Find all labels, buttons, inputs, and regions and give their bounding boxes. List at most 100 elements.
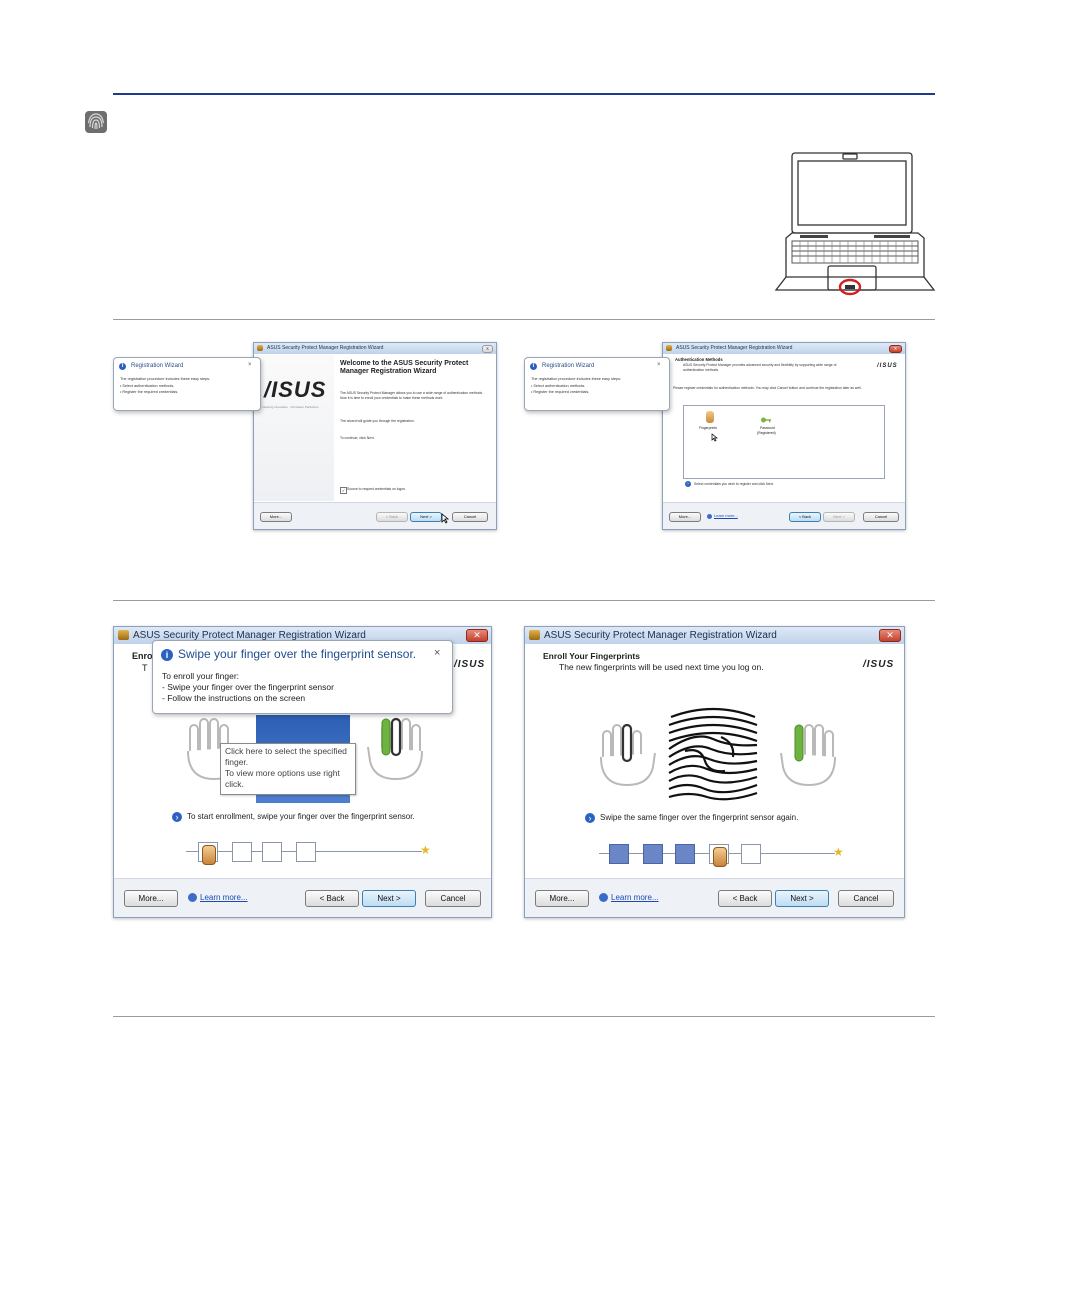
callout-step-2: • Register the required credentials. (531, 390, 590, 394)
app-icon (666, 344, 672, 351)
mouse-cursor-icon (441, 513, 450, 524)
next-button[interactable]: Next > (410, 512, 442, 522)
close-button[interactable]: x (889, 345, 902, 353)
enroll-header: Enroll Your Fingerprints (543, 651, 640, 661)
right-hand-icon[interactable] (366, 717, 426, 783)
auth-methods-window: ASUS Security Protect Manager Registrati… (662, 342, 906, 530)
request-credentials-checkbox[interactable]: ✓ (340, 487, 347, 494)
left-hand-icon[interactable] (597, 723, 657, 789)
cancel-button[interactable]: Cancel (452, 512, 488, 522)
fingerprint-icon (85, 111, 107, 133)
auth-description: ASUS Security Protect Manager provides a… (683, 363, 837, 372)
title-bar: ASUS Security Protect Manager Registrati… (254, 343, 496, 354)
callout-intro: The registration procedure includes thes… (531, 377, 622, 381)
enroll-header: Enrol (132, 651, 156, 661)
asus-logo: /ISUS (877, 363, 898, 369)
title-bar: ASUS Security Protect Manager Registrati… (525, 627, 904, 644)
cancel-button[interactable]: Cancel (838, 890, 894, 907)
enroll-hint: Swipe the same finger over the fingerpri… (600, 813, 799, 822)
window-title: ASUS Security Protect Manager Registrati… (267, 345, 384, 351)
callout-step-2-text: Register the required credentials. (533, 390, 590, 394)
tooltip-line-1: Click here to select the specified (225, 746, 347, 756)
right-hand-icon[interactable] (779, 723, 839, 789)
learn-more-link[interactable]: Learn more... (611, 893, 659, 902)
logo-panel: /ISUS Inspiring Innovation · Persistent … (254, 355, 334, 501)
back-button[interactable]: < Back (376, 512, 408, 522)
callout-step-2-text: Register the required credentials. (122, 390, 179, 394)
password-method-label[interactable]: Password (760, 426, 775, 430)
more-button[interactable]: More... (535, 890, 589, 907)
progress-step-1 (609, 844, 629, 864)
finger-select-tooltip: Click here to select the specified finge… (220, 743, 356, 795)
progress-step-5 (741, 844, 761, 864)
next-button[interactable]: Next > (775, 890, 829, 907)
info-icon: i (119, 363, 126, 370)
pointer-hand-icon (713, 847, 727, 867)
arrow-right-icon: › (172, 812, 182, 822)
pointer-hand-icon (202, 845, 216, 865)
callout-step-1: • Select authentication methods. (120, 384, 175, 388)
callout-close-button[interactable]: × (657, 362, 661, 368)
back-button[interactable]: < Back (305, 890, 359, 907)
balloon-title: Swipe your finger over the fingerprint s… (178, 647, 417, 661)
welcome-guide-text: The wizard will guide you through the re… (340, 419, 415, 423)
registration-wizard-callout: i Registration Wizard × The registration… (113, 357, 261, 411)
fingerprint-scan-image (665, 707, 761, 805)
back-button[interactable]: < Back (718, 890, 772, 907)
mouse-cursor-icon (711, 433, 718, 442)
enroll-subtitle: The new fingerprints will be used next t… (559, 662, 764, 672)
callout-title: Registration Wizard (131, 363, 184, 369)
next-button[interactable]: Next > (362, 890, 416, 907)
more-button[interactable]: More... (669, 512, 701, 522)
info-icon: i (530, 363, 537, 370)
learn-more-link[interactable]: Learn more... (714, 513, 738, 518)
more-button[interactable]: More... (260, 512, 292, 522)
progress-step-3 (675, 844, 695, 864)
back-button[interactable]: < Back (789, 512, 821, 522)
window-title: ASUS Security Protect Manager Registrati… (544, 630, 777, 641)
auth-header: Authentication Methods (675, 357, 723, 362)
callout-step-2: • Register the required credentials. (120, 390, 179, 394)
balloon-line-2: - Swipe your finger over the fingerprint… (162, 682, 334, 692)
star-icon: ★ (420, 843, 431, 857)
fingerprint-method-icon[interactable] (706, 411, 714, 423)
cancel-button[interactable]: Cancel (863, 512, 899, 522)
arrow-right-icon: › (685, 481, 691, 487)
tooltip-line-3: To view more options use right (225, 768, 340, 778)
asus-logo: /ISUS (264, 377, 327, 402)
section-divider (113, 319, 935, 320)
close-button[interactable]: ✕ (466, 629, 488, 642)
close-button[interactable]: x (482, 345, 493, 353)
balloon-line-1: To enroll your finger: (162, 671, 240, 681)
more-button[interactable]: More... (124, 890, 178, 907)
spacer (172, 803, 173, 804)
wizard-footer: More... < Back Next > Cancel (254, 502, 496, 529)
wizard-footer: More... Learn more... < Back Next > Canc… (114, 878, 491, 917)
section-divider (113, 1016, 935, 1017)
app-icon (529, 630, 540, 641)
callout-intro: The registration procedure includes thes… (120, 377, 211, 381)
star-icon: ★ (833, 845, 844, 859)
help-icon (707, 514, 712, 519)
logo-tagline: Inspiring Innovation · Persistent Perfec… (262, 405, 319, 409)
next-button[interactable]: Next > (823, 512, 855, 522)
cancel-button[interactable]: Cancel (425, 890, 481, 907)
tooltip-line-4: click. (225, 779, 244, 789)
close-button[interactable]: ✕ (879, 629, 901, 642)
callout-step-1-text: Select authentication methods. (122, 384, 175, 388)
auth-hint: Select credentials you wish to register … (694, 482, 774, 486)
fingerprints-method-label[interactable]: Fingerprints (699, 426, 717, 430)
callout-title: Registration Wizard (542, 363, 595, 369)
balloon-close-button[interactable]: × (434, 647, 441, 659)
help-icon (599, 893, 608, 902)
asus-logo: /ISUS (863, 659, 895, 670)
callout-close-button[interactable]: × (248, 362, 252, 368)
asus-logo: /ISUS (454, 659, 486, 670)
checkbox-label: Source to request credentials on logon. (347, 487, 406, 491)
learn-more-link[interactable]: Learn more... (200, 893, 248, 902)
balloon-line-3: - Follow the instructions on the screen (162, 693, 306, 703)
password-key-icon[interactable] (760, 413, 772, 423)
app-icon (118, 630, 129, 641)
enroll-subtitle: T (142, 663, 148, 673)
enroll-fingerprints-window: ASUS Security Protect Manager Registrati… (524, 626, 905, 918)
